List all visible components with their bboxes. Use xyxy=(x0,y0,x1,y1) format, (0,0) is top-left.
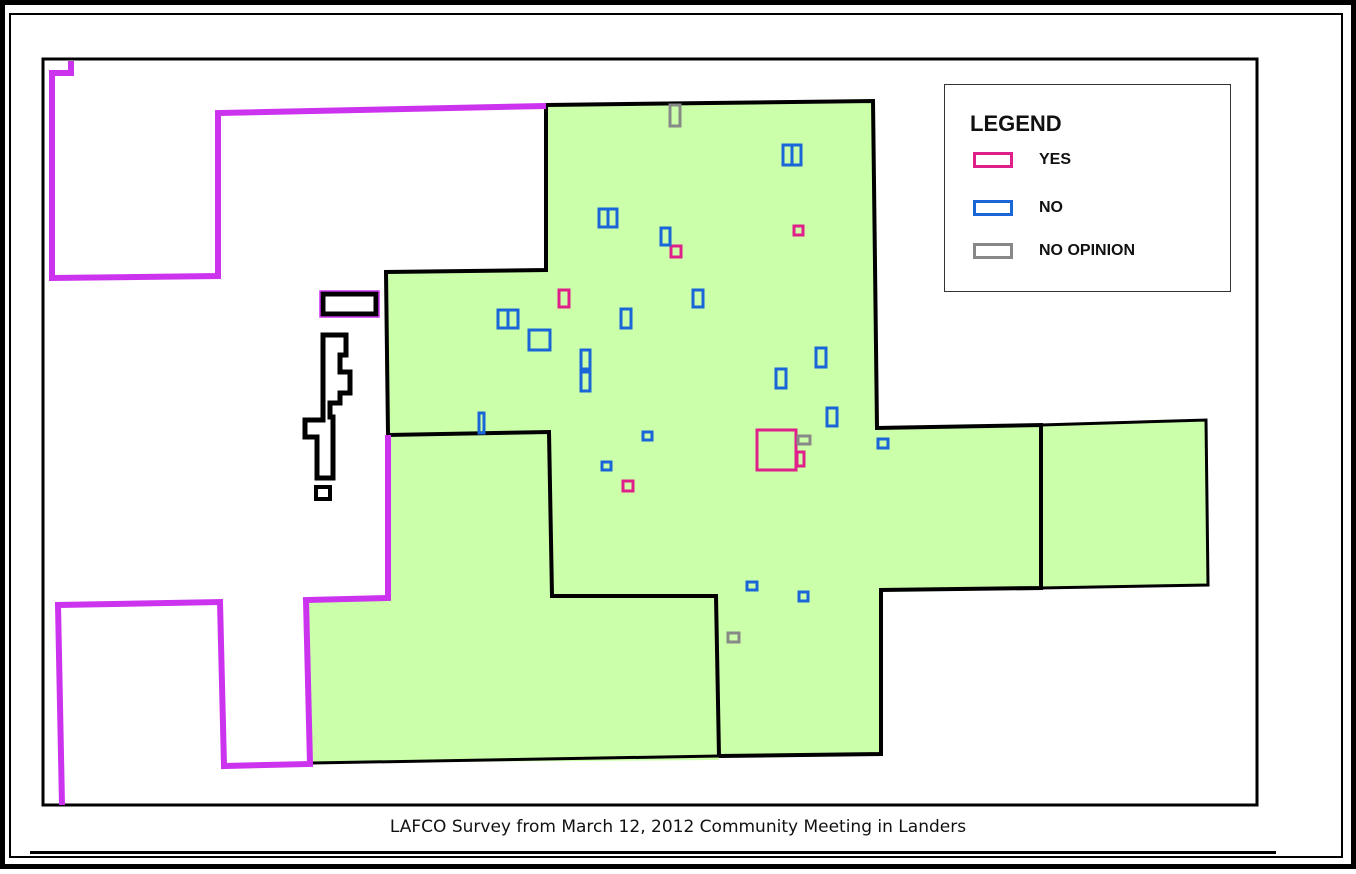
no-marker xyxy=(506,308,520,330)
legend-item-no: NO xyxy=(973,198,1063,218)
parcel-boundary-west xyxy=(383,105,721,757)
purple-boundary-south xyxy=(54,435,391,806)
yes-marker xyxy=(621,479,635,493)
purple-boundary-north xyxy=(49,61,547,282)
no-marker xyxy=(745,580,759,592)
yes-marker xyxy=(755,428,798,472)
no-swatch-icon xyxy=(973,200,1013,216)
map-caption: LAFCO Survey from March 12, 2012 Communi… xyxy=(389,817,967,837)
legend-label-no-opinion: NO OPINION xyxy=(1039,242,1136,259)
yes-marker xyxy=(669,244,683,259)
yes-swatch-icon xyxy=(973,152,1013,168)
no-marker xyxy=(606,207,619,229)
yes-marker xyxy=(792,224,805,237)
no-responses xyxy=(477,143,890,603)
no-marker xyxy=(814,346,828,369)
small-parcel-1 xyxy=(320,291,379,317)
legend-title: LEGEND xyxy=(970,111,1062,136)
legend-label-yes: YES xyxy=(1039,151,1072,168)
no-opinion-marker xyxy=(668,103,682,128)
no-marker xyxy=(477,411,486,435)
map-border xyxy=(41,57,1259,807)
no-marker xyxy=(774,367,788,390)
small-parcel-2 xyxy=(302,332,353,481)
small-parcel-1-outline xyxy=(319,290,380,318)
caption-rule xyxy=(30,851,1276,854)
no-marker xyxy=(579,348,592,371)
no-marker xyxy=(579,370,592,393)
map-legend: LEGEND YES NO NO OPINION xyxy=(944,84,1231,292)
no-opinion-marker xyxy=(796,434,812,446)
legend-item-yes: YES xyxy=(973,150,1071,170)
study-area-east xyxy=(1039,418,1210,590)
no-marker xyxy=(797,590,810,603)
legend-item-no-opinion: NO OPINION xyxy=(973,241,1135,261)
no-opinion-marker xyxy=(726,631,741,644)
legend-label-no: NO xyxy=(1039,199,1063,216)
no-marker xyxy=(825,406,839,428)
no-marker xyxy=(659,226,672,247)
no-marker xyxy=(691,288,705,309)
parcel-boundary-north xyxy=(545,98,1043,758)
no-marker xyxy=(876,437,890,450)
no-marker xyxy=(641,430,654,442)
no-marker xyxy=(790,143,803,167)
yes-marker xyxy=(557,288,571,309)
no-opinion-responses xyxy=(668,103,812,644)
study-area xyxy=(306,101,1041,763)
small-parcel-3 xyxy=(314,485,332,501)
yes-responses xyxy=(557,224,806,493)
parcel-boundary-south xyxy=(311,754,720,765)
no-marker xyxy=(619,307,633,330)
inner-frame xyxy=(9,13,1343,858)
no-marker xyxy=(527,328,552,352)
no-opinion-swatch-icon xyxy=(973,243,1013,259)
no-marker xyxy=(600,460,613,472)
yes-marker xyxy=(795,450,806,468)
